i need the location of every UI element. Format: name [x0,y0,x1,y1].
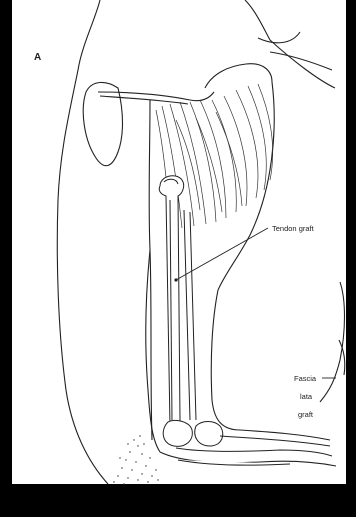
tendon-graft-marker [174,278,177,281]
fascia-lata-graft-label-line1: Fascia [294,374,317,383]
panel-letter: A [34,52,41,63]
tendon-graft-label: Tendon graft [272,224,315,233]
fascia-lata-graft-label-line3: graft [298,410,314,419]
fascia-lata-graft-label-line2: lata [300,392,313,401]
